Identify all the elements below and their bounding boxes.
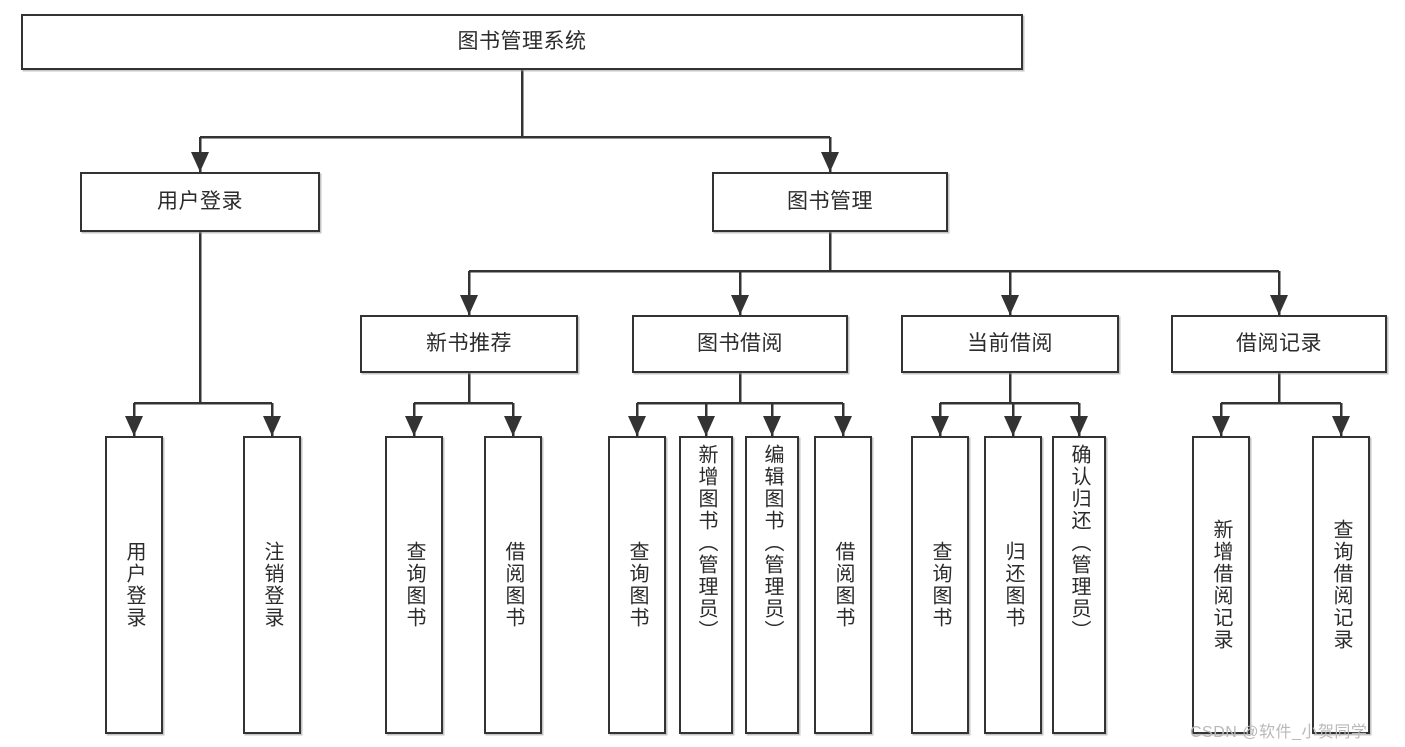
node-box-l2_0[interactable]: 新书推荐 [360, 315, 578, 373]
node-box-l3_1[interactable]: 注销登录 [243, 436, 301, 734]
arrow-head-icon-l2_2 [1001, 295, 1019, 315]
node-label-l3_6: 编辑图书（管理员） [761, 444, 783, 642]
node-box-l1_1[interactable]: 图书管理 [712, 172, 948, 232]
arrow-head-icon-l3_10 [1070, 416, 1088, 436]
csdn-watermark: CSDN @软件_小贺同学 [1190, 724, 1368, 741]
arrow-head-icon-l1_1 [821, 152, 839, 172]
node-label-l3_10: 确认归还（管理员） [1068, 444, 1090, 642]
node-label-l1_1: 图书管理 [787, 190, 873, 214]
node-box-l3_12[interactable]: 查询借阅记录 [1312, 436, 1370, 734]
arrow-head-icon-l2_1 [731, 295, 749, 315]
node-box-l3_5[interactable]: 新增图书（管理员） [679, 436, 733, 734]
node-label-root: 图书管理系统 [457, 30, 587, 54]
node-label-l2_0: 新书推荐 [426, 332, 512, 356]
node-box-l3_9[interactable]: 归还图书 [984, 436, 1042, 734]
arrow-head-icon-l3_7 [834, 416, 852, 436]
node-label-l3_12: 查询借阅记录 [1330, 519, 1352, 651]
node-box-l3_7[interactable]: 借阅图书 [814, 436, 872, 734]
node-label-l3_9: 归还图书 [1002, 541, 1024, 629]
arrow-head-icon-l3_0 [125, 416, 143, 436]
node-box-l3_11[interactable]: 新增借阅记录 [1192, 436, 1250, 734]
node-label-l3_3: 借阅图书 [502, 541, 524, 629]
node-label-l3_4: 查询图书 [626, 541, 648, 629]
node-box-l3_0[interactable]: 用户登录 [105, 436, 163, 734]
arrow-head-icon-l3_4 [628, 416, 646, 436]
arrow-head-icon-l3_1 [263, 416, 281, 436]
arrow-head-icon-l3_12 [1332, 416, 1350, 436]
node-box-root[interactable]: 图书管理系统 [21, 14, 1023, 70]
node-label-l2_1: 图书借阅 [697, 332, 783, 356]
node-box-l3_8[interactable]: 查询图书 [911, 436, 969, 734]
node-label-l1_0: 用户登录 [157, 190, 243, 214]
node-box-l2_3[interactable]: 借阅记录 [1171, 315, 1387, 373]
node-box-l3_10[interactable]: 确认归还（管理员） [1052, 436, 1106, 734]
node-box-l3_4[interactable]: 查询图书 [608, 436, 666, 734]
node-label-l2_2: 当前借阅 [967, 332, 1053, 356]
node-box-l3_6[interactable]: 编辑图书（管理员） [745, 436, 799, 734]
node-box-l1_0[interactable]: 用户登录 [80, 172, 320, 232]
arrow-head-icon-l3_5 [697, 416, 715, 436]
node-label-l3_11: 新增借阅记录 [1210, 519, 1232, 651]
arrow-head-icon-l2_3 [1270, 295, 1288, 315]
arrow-head-icon-l3_9 [1004, 416, 1022, 436]
arrow-head-icon-l3_11 [1212, 416, 1230, 436]
arrow-head-icon-l3_2 [405, 416, 423, 436]
node-label-l3_7: 借阅图书 [832, 541, 854, 629]
arrow-head-icon-l3_6 [763, 416, 781, 436]
node-box-l2_2[interactable]: 当前借阅 [901, 315, 1119, 373]
node-label-l3_2: 查询图书 [403, 541, 425, 629]
node-label-l3_0: 用户登录 [123, 541, 145, 629]
node-label-l3_1: 注销登录 [261, 541, 283, 629]
node-box-l2_1[interactable]: 图书借阅 [632, 315, 848, 373]
arrow-head-icon-l3_3 [504, 416, 522, 436]
arrow-head-icon-l2_0 [460, 295, 478, 315]
arrow-head-icon-l1_0 [191, 152, 209, 172]
node-label-l3_5: 新增图书（管理员） [695, 444, 717, 642]
node-label-l3_8: 查询图书 [929, 541, 951, 629]
arrow-head-icon-l3_8 [931, 416, 949, 436]
node-label-l2_3: 借阅记录 [1236, 332, 1322, 356]
node-box-l3_3[interactable]: 借阅图书 [484, 436, 542, 734]
node-box-l3_2[interactable]: 查询图书 [385, 436, 443, 734]
